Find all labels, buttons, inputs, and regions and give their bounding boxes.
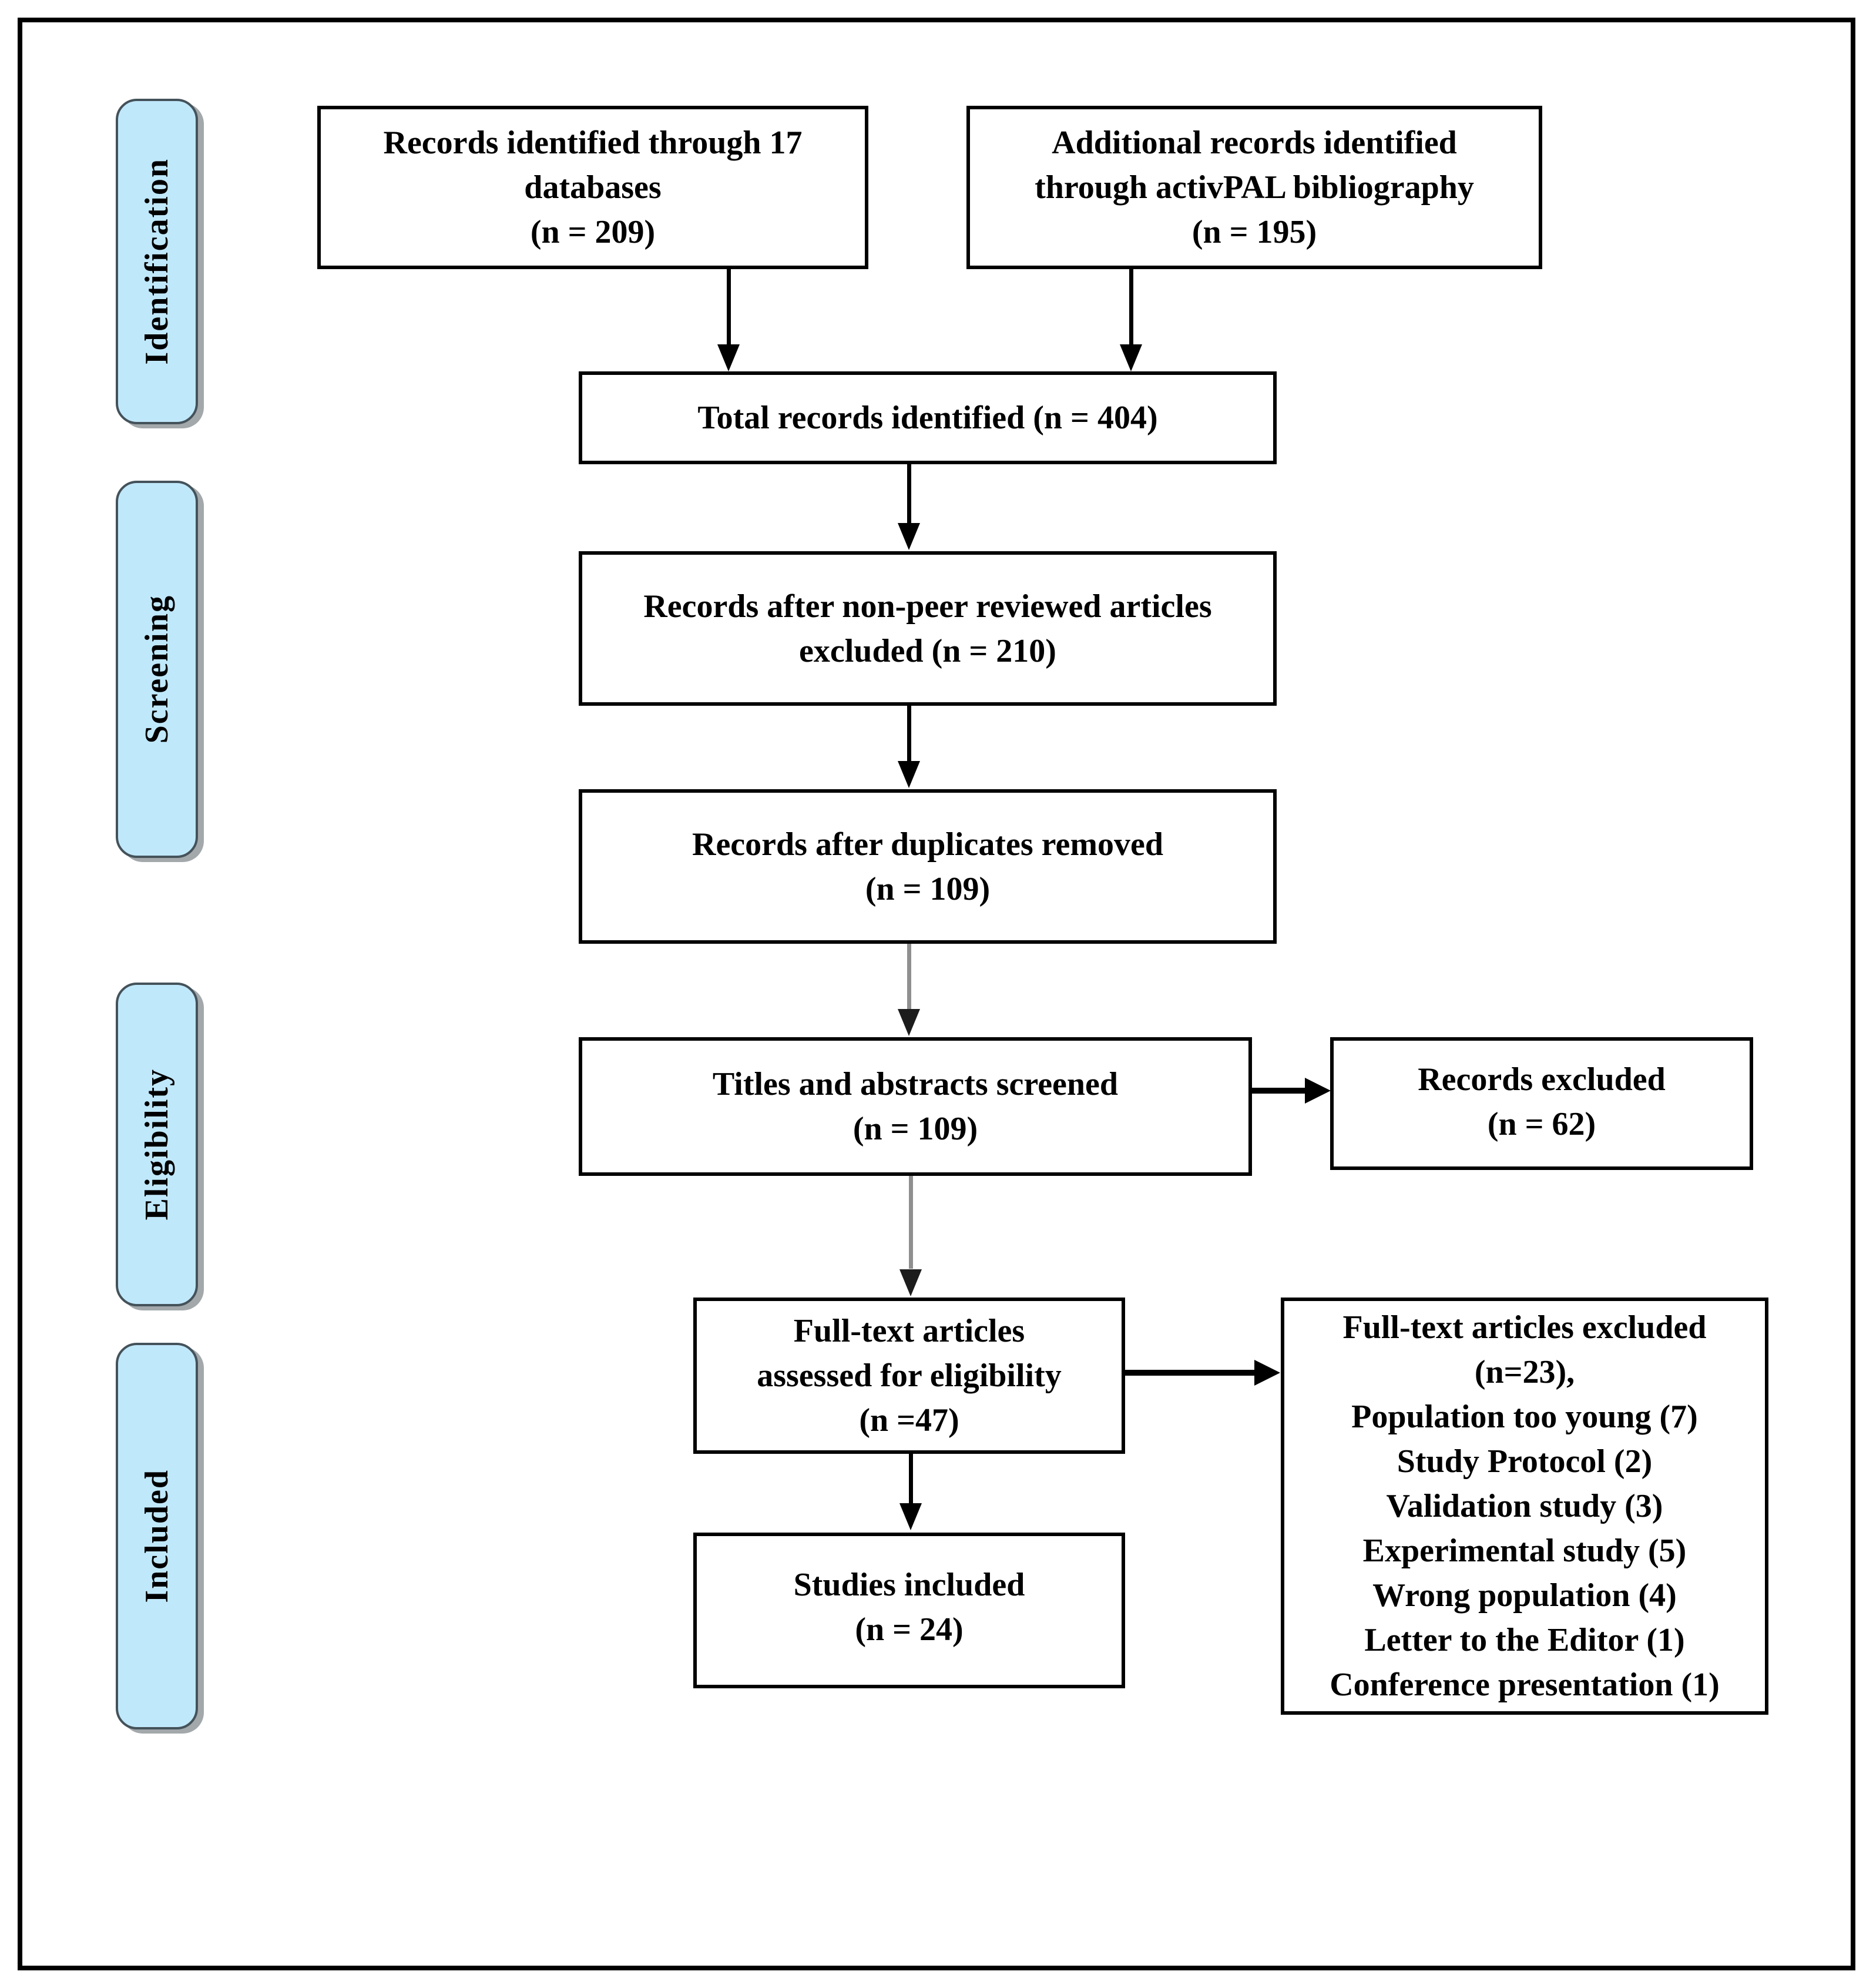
arrow-nonpeer-to-duplicates-head xyxy=(898,761,920,788)
arrow-duplicates-to-titles-stem xyxy=(907,944,911,1010)
arrow-titles-to-fulltext-stem xyxy=(909,1176,913,1269)
arrow-total-to-nonpeer-head xyxy=(898,523,920,550)
flow-box-after-non-peer: Records after non-peer reviewed articles… xyxy=(579,551,1277,706)
stage-label-screening-text: Screening xyxy=(139,595,175,744)
flow-box-fulltext-excluded-text: Full-text articles excluded (n=23), Popu… xyxy=(1330,1309,1720,1703)
flow-box-records-databases: Records identified through 17 databases … xyxy=(317,106,868,269)
arrow-databases-to-total-head xyxy=(717,344,740,371)
arrow-fulltext-to-included-head xyxy=(899,1503,922,1530)
arrow-fulltext-to-included-stem xyxy=(909,1454,913,1504)
flow-box-studies-included-text: Studies included (n = 24) xyxy=(793,1567,1025,1648)
flow-box-fulltext-assessed: Full-text articles assessed for eligibil… xyxy=(693,1298,1125,1454)
stage-label-included-text: Included xyxy=(139,1469,175,1603)
stage-label-eligibility-text: Eligibility xyxy=(139,1068,175,1221)
stage-label-included: Included xyxy=(116,1343,198,1729)
flow-box-studies-included: Studies included (n = 24) xyxy=(693,1533,1125,1688)
flow-box-additional-records: Additional records identified through ac… xyxy=(966,106,1542,269)
flow-box-after-non-peer-text: Records after non-peer reviewed articles… xyxy=(643,588,1212,669)
flow-box-records-databases-text: Records identified through 17 databases … xyxy=(383,125,803,250)
arrow-additional-to-total-head xyxy=(1120,344,1142,371)
stage-label-screening: Screening xyxy=(116,481,198,858)
arrow-duplicates-to-titles-head xyxy=(898,1009,920,1036)
flow-box-titles-abstracts-text: Titles and abstracts screened (n = 109) xyxy=(712,1066,1119,1147)
flow-box-fulltext-assessed-text: Full-text articles assessed for eligibil… xyxy=(757,1313,1062,1439)
flow-box-total-records-text: Total records identified (n = 404) xyxy=(697,400,1158,436)
arrow-titles-to-excluded-head xyxy=(1305,1078,1331,1104)
outer-frame xyxy=(18,18,1855,1970)
stage-label-eligibility: Eligibility xyxy=(116,983,198,1306)
flow-box-after-duplicates: Records after duplicates removed (n = 10… xyxy=(579,789,1277,944)
arrow-additional-to-total-stem xyxy=(1129,269,1133,346)
flow-box-fulltext-excluded: Full-text articles excluded (n=23), Popu… xyxy=(1281,1298,1768,1715)
arrow-total-to-nonpeer-stem xyxy=(907,464,911,524)
arrow-fulltext-to-excluded-head xyxy=(1254,1360,1280,1386)
flow-box-after-duplicates-text: Records after duplicates removed (n = 10… xyxy=(692,826,1163,907)
arrow-titles-to-fulltext-head xyxy=(899,1269,922,1296)
flow-box-records-excluded: Records excluded (n = 62) xyxy=(1330,1037,1753,1170)
arrow-fulltext-to-excluded-stem xyxy=(1125,1370,1256,1376)
arrow-nonpeer-to-duplicates-stem xyxy=(907,706,911,762)
stage-label-identification: Identification xyxy=(116,99,198,424)
stage-label-identification-text: Identification xyxy=(139,158,175,365)
flow-box-total-records: Total records identified (n = 404) xyxy=(579,371,1277,464)
flow-box-additional-records-text: Additional records identified through ac… xyxy=(1035,125,1474,250)
flow-box-records-excluded-text: Records excluded (n = 62) xyxy=(1418,1061,1666,1142)
arrow-titles-to-excluded-stem xyxy=(1252,1088,1306,1094)
flow-box-titles-abstracts: Titles and abstracts screened (n = 109) xyxy=(579,1037,1252,1176)
arrow-databases-to-total-stem xyxy=(727,269,731,346)
